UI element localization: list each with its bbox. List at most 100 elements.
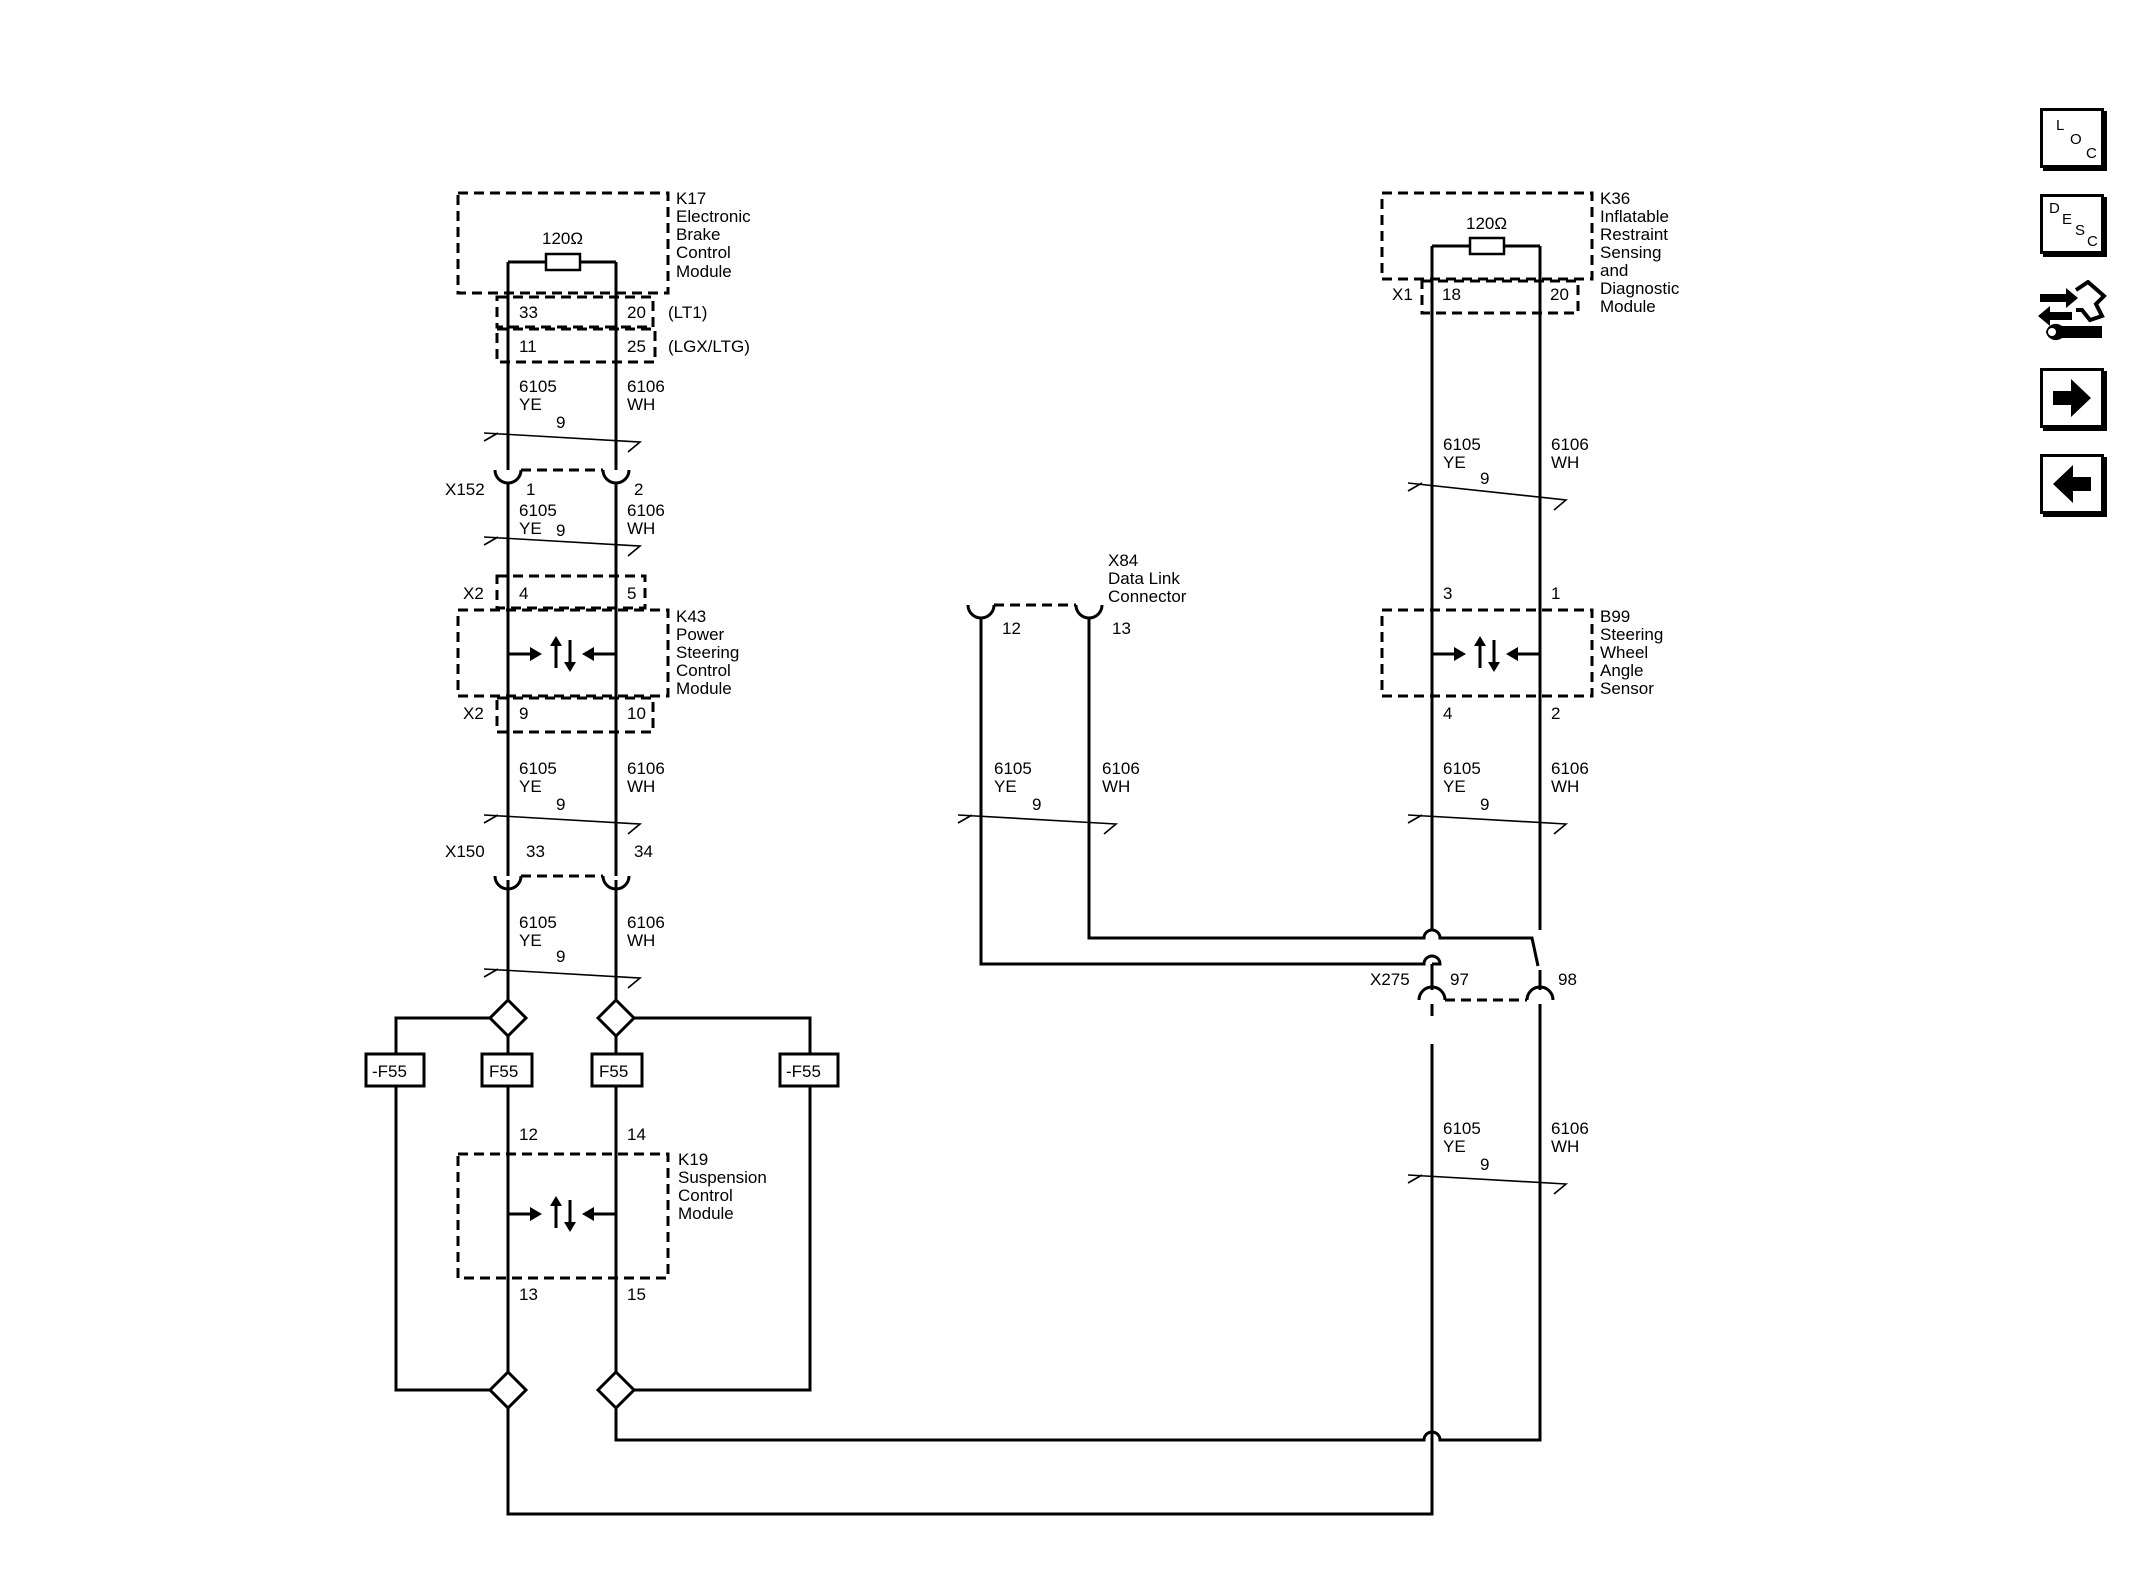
wire-ye-label-r2: YE	[1443, 777, 1466, 796]
option-f55-left-label: F55	[489, 1062, 518, 1081]
k17-resistor	[544, 252, 582, 272]
desc-letter-e: E	[2062, 211, 2073, 228]
b99-name-3: Angle	[1600, 661, 1643, 680]
b99-pin-2: 2	[1551, 704, 1560, 723]
b99-transceiver-icon	[1432, 636, 1540, 672]
k43-box	[456, 608, 670, 698]
x84-cavities	[966, 604, 1104, 620]
connector-wrench-icon	[2038, 279, 2107, 341]
twisted-pair-symbol-r1	[1407, 482, 1568, 511]
b99-name-1: Steering	[1600, 625, 1663, 644]
desc-letter-c: C	[2087, 233, 2098, 250]
wire-wh-label-r3: WH	[1551, 1137, 1579, 1156]
k17-pin-33: 33	[519, 303, 538, 322]
k36-name-4: and	[1600, 261, 1628, 280]
arrow-left-icon	[2053, 465, 2091, 503]
left-wires-k43	[506, 576, 618, 732]
x84-pin-13: 13	[1112, 619, 1131, 638]
b99-name-2: Wheel	[1600, 643, 1648, 662]
wire-6105-label-x84: 6105	[994, 759, 1032, 778]
k43-name-2: Steering	[676, 643, 739, 662]
k17-variant-lgx: (LGX/LTG)	[668, 337, 750, 356]
wire-wh-label-r1: WH	[1551, 453, 1579, 472]
k36-name-5: Diagnostic	[1600, 279, 1680, 298]
splice-diamond-top-right	[595, 997, 637, 1039]
loc-letter-o: O	[2070, 131, 2082, 148]
k19-module: 12 14 13 15 K19 Suspension Control Modul…	[456, 1125, 767, 1304]
wire-6106-label-r1: 6106	[1551, 435, 1589, 454]
k43-id: K43	[676, 607, 706, 626]
wire-ye-label-r3: YE	[1443, 1137, 1466, 1156]
x150-id: X150	[445, 842, 485, 861]
k19-id: K19	[678, 1150, 708, 1169]
x275-connector: X275 97 98	[1370, 964, 1577, 1016]
k17-name-2: Brake	[676, 225, 720, 244]
twisted-pair-symbol-r2	[1407, 814, 1569, 835]
splice-diamond-top-left	[487, 997, 529, 1039]
desc-letter-s: S	[2075, 222, 2086, 239]
option-f55-right-label: F55	[599, 1062, 628, 1081]
k43-pin-9: 9	[519, 704, 528, 723]
k17-pin-20: 20	[627, 303, 646, 322]
k17-pin-25: 25	[627, 337, 646, 356]
x150-pin-33: 33	[526, 842, 545, 861]
b99-pin-3: 3	[1443, 584, 1452, 603]
option-split: -F55 F55 F55 -F55	[364, 997, 840, 1411]
k36-name-2: Restraint	[1600, 225, 1668, 244]
k19-pin-13: 13	[519, 1285, 538, 1304]
option-not-f55-right	[778, 1052, 840, 1088]
wire-6106-label-1: 6106	[627, 377, 665, 396]
wire-ye-label-4: YE	[519, 931, 542, 950]
k19-transceiver-icon	[508, 1196, 616, 1232]
k19-name-3: Module	[678, 1204, 734, 1223]
k17-name-3: Control	[676, 243, 731, 262]
wire-6106-label-x84: 6106	[1102, 759, 1140, 778]
x84-wires	[979, 618, 1540, 967]
k36-pin-18: 18	[1442, 285, 1461, 304]
description-button[interactable]: D E S C	[2040, 194, 2104, 254]
k43-transceiver-icon	[508, 636, 616, 672]
wire-6105-label-r1: 6105	[1443, 435, 1481, 454]
k17-id: K17	[676, 189, 706, 208]
wire-6105-label-3: 6105	[519, 759, 557, 778]
k17-connector-lt1	[495, 295, 655, 329]
previous-page-button[interactable]	[2040, 454, 2104, 514]
connector-wrench-button[interactable]	[2036, 279, 2108, 350]
left-wires-seg1	[506, 262, 618, 454]
left-wires-seg3	[506, 732, 618, 864]
b99-id: B99	[1600, 607, 1630, 626]
k36-pin-20: 20	[1550, 285, 1569, 304]
twisted-pair-symbol-3	[483, 814, 643, 835]
next-page-button[interactable]	[2040, 368, 2104, 428]
loc-letter-l: L	[2056, 117, 2065, 134]
location-button[interactable]: L O C	[2040, 108, 2104, 168]
x152-pin-2: 2	[634, 480, 643, 499]
x152-id: X152	[445, 480, 485, 499]
k36-connector	[1420, 279, 1580, 315]
k36-resistor	[1468, 236, 1506, 256]
k36-name-6: Module	[1600, 297, 1656, 316]
twist-label-r2: 9	[1480, 795, 1489, 814]
wire-6105-label-4: 6105	[519, 913, 557, 932]
x275-id: X275	[1370, 970, 1410, 989]
loc-letter-c: C	[2086, 145, 2097, 162]
twist-label-r1: 9	[1480, 469, 1489, 488]
bottom-run-6106	[614, 1008, 1542, 1442]
x84-name-2: Connector	[1108, 587, 1187, 606]
k36-name-1: Inflatable	[1600, 207, 1669, 226]
k43-name-4: Module	[676, 679, 732, 698]
x275-cavities	[1417, 985, 1555, 1001]
option-not-f55-left	[364, 1052, 426, 1088]
x152-connector: X152 1 2	[445, 454, 643, 499]
splice-diamond-bottom-left	[487, 1369, 529, 1411]
wire-ye-label-x84: YE	[994, 777, 1017, 796]
twisted-pair-symbol-r3	[1407, 1174, 1569, 1195]
twist-label-3: 9	[556, 795, 565, 814]
desc-letter-d: D	[2049, 200, 2060, 217]
left-wires-seg4	[506, 890, 618, 1000]
wire-6106-label-4: 6106	[627, 913, 665, 932]
wire-ye-label-r1: YE	[1443, 453, 1466, 472]
wire-6105-label-r3: 6105	[1443, 1119, 1481, 1138]
option-not-f55-left-label: -F55	[372, 1062, 407, 1081]
